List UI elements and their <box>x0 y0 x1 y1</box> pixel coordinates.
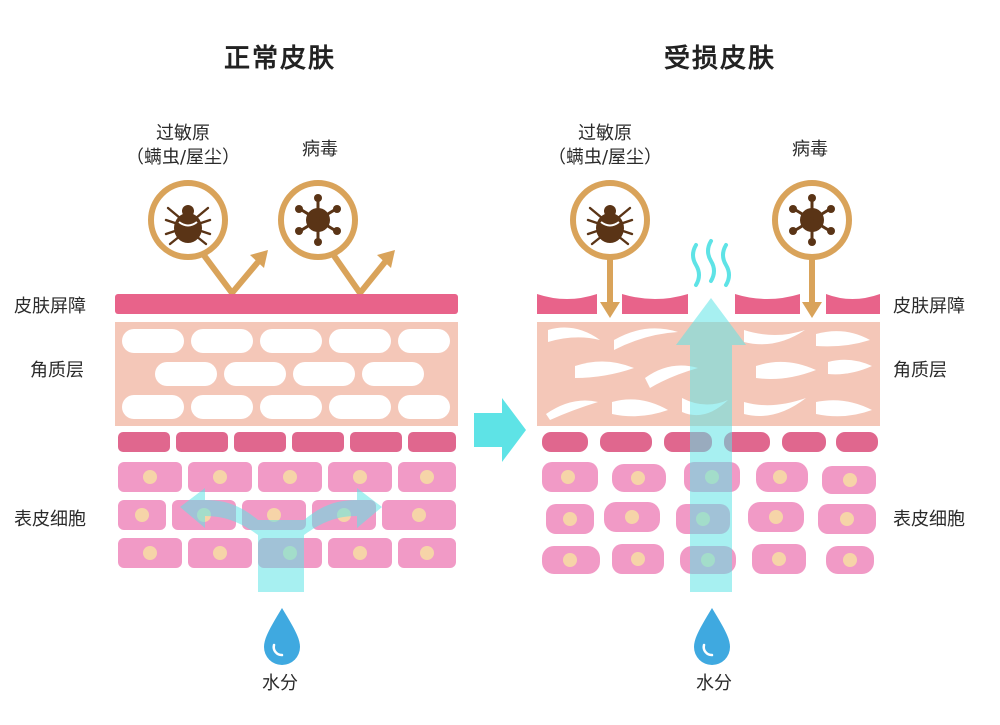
left-corneum-label: 角质层 <box>30 360 84 381</box>
right-corneum-cells <box>546 327 872 420</box>
right-virus-icon <box>772 180 852 260</box>
right-penetrate-arrowhead-1 <box>600 302 620 318</box>
left-epidermal-label: 表皮细胞 <box>14 509 86 530</box>
left-deflect-arrowhead-2 <box>377 250 395 268</box>
left-barrier-layer <box>115 294 458 314</box>
left-water-label: 水分 <box>262 673 298 694</box>
right-water-loss-arrow <box>676 298 746 592</box>
left-corneum-cells <box>122 329 450 419</box>
left-virus-icon <box>278 180 358 260</box>
right-penetrate-arrows <box>607 252 815 308</box>
left-mite-icon <box>148 180 228 260</box>
right-barrier-label: 皮肤屏障 <box>893 296 965 317</box>
left-allergen-line1: 过敏原 <box>156 123 210 144</box>
left-allergen-line2: （螨虫/屋尘） <box>125 147 241 168</box>
left-virus-label: 病毒 <box>302 139 338 160</box>
right-mite-icon <box>570 180 650 260</box>
right-corneum-label: 角质层 <box>893 360 947 381</box>
left-deflect-arrows <box>197 247 388 296</box>
right-allergen-line2: （螨虫/屋尘） <box>547 147 663 168</box>
left-water-arrows <box>180 488 382 592</box>
left-dark-cell-row <box>118 432 456 452</box>
left-barrier-label: 皮肤屏障 <box>14 296 86 317</box>
left-deflect-arrowhead-1 <box>250 250 268 268</box>
right-allergen-label: 过敏原 （螨虫/屋尘） <box>540 122 670 170</box>
right-allergen-line1: 过敏原 <box>578 123 632 144</box>
right-virus-label: 病毒 <box>792 139 828 160</box>
normal-skin-title: 正常皮肤 <box>223 44 336 74</box>
right-evaporation-waves-icon <box>691 239 731 287</box>
right-water-drop-icon <box>694 608 730 665</box>
right-water-label: 水分 <box>696 673 732 694</box>
transition-arrow-icon <box>474 398 526 462</box>
right-barrier-layer <box>537 294 880 314</box>
damaged-skin-title: 受损皮肤 <box>663 44 776 74</box>
right-epidermal-label: 表皮细胞 <box>893 509 965 530</box>
left-water-drop-icon <box>264 608 300 665</box>
right-penetrate-arrowhead-2 <box>802 302 822 318</box>
left-allergen-label: 过敏原 （螨虫/屋尘） <box>118 122 248 170</box>
